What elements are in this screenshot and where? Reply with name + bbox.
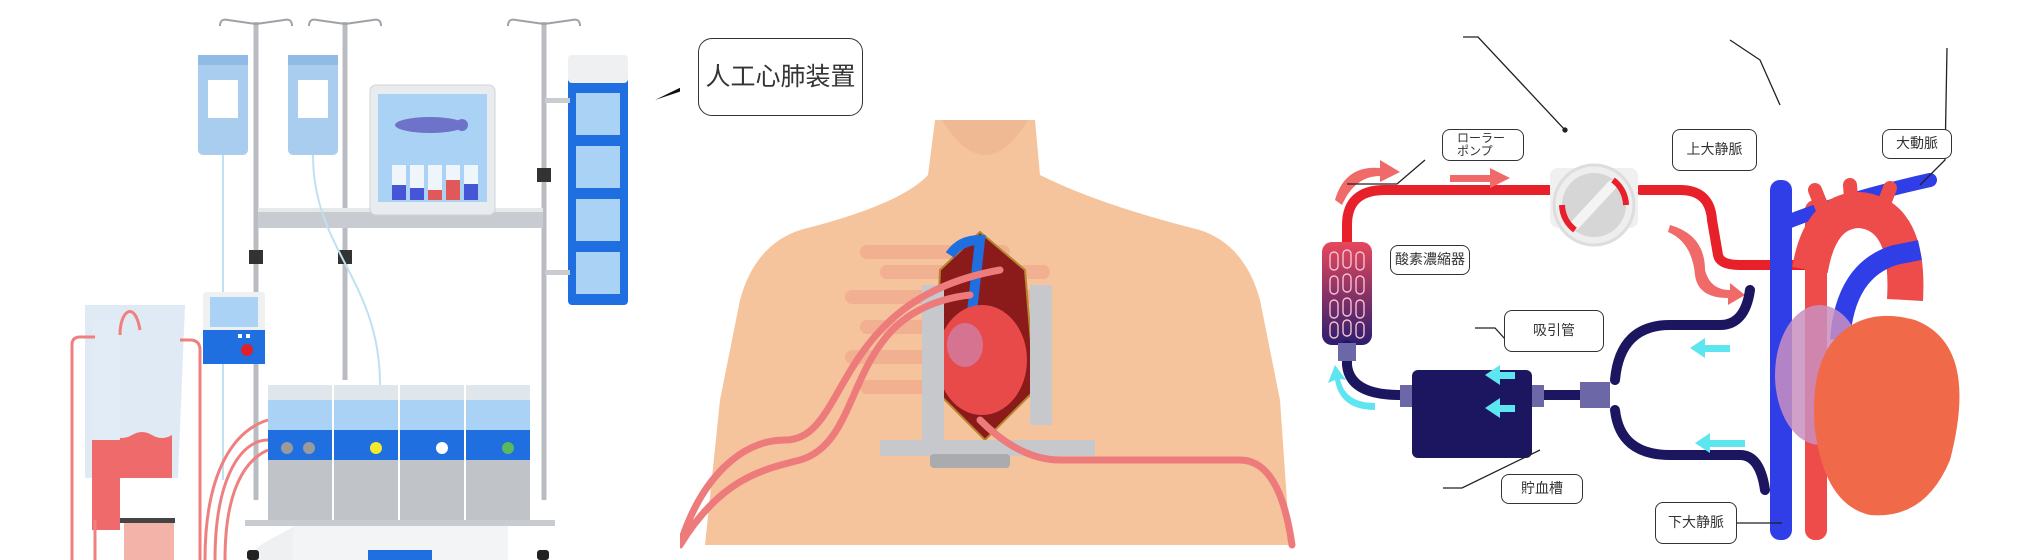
label-suction-tube: 吸引管 bbox=[1504, 310, 1604, 352]
label-superior-vena-cava: 上大静脈 bbox=[1672, 129, 1757, 171]
open-chest-illustration: 人工心肺装置 bbox=[680, 0, 1320, 560]
arterial-line bbox=[1342, 185, 1825, 270]
iv-bag-1 bbox=[198, 55, 248, 480]
label-aorta: 大動脈 bbox=[1882, 129, 1952, 159]
title-callout: 人工心肺装置 bbox=[698, 38, 863, 116]
y-connector bbox=[1580, 382, 1610, 408]
label-inferior-vena-cava: 下大静脈 bbox=[1655, 502, 1737, 544]
arterial-flow-arrows bbox=[1335, 160, 1745, 305]
heart-lung-machine-illustration bbox=[0, 0, 680, 560]
cannula-tubes bbox=[680, 266, 1296, 549]
bypass-circuit-diagram: ローラー ポンプ 上大静脈 大動脈 酸素濃縮器 吸引管 貯血槽 下大静脈 bbox=[1300, 0, 2022, 560]
iv-bag-2 bbox=[288, 55, 381, 386]
label-reservoir: 貯血槽 bbox=[1501, 474, 1583, 504]
patient-monitor bbox=[369, 84, 496, 216]
venous-reservoir bbox=[85, 305, 185, 560]
cart-base bbox=[245, 520, 555, 560]
blood-tubing bbox=[70, 310, 269, 560]
label-oxygenator: 酸素濃縮器 bbox=[1390, 245, 1470, 275]
machine-svg bbox=[70, 18, 680, 560]
title-callout-text: 人工心肺装置 bbox=[705, 61, 856, 91]
heart-diagram bbox=[1770, 173, 1960, 540]
roller-pump bbox=[1550, 163, 1638, 247]
blue-storage-unit bbox=[545, 55, 628, 305]
blood-reservoir bbox=[1412, 370, 1532, 458]
iv-hooks bbox=[219, 18, 581, 27]
venous-flow-arrows bbox=[1328, 338, 1745, 453]
circuit-svg bbox=[1322, 36, 1960, 540]
heart bbox=[937, 305, 1027, 415]
venous-lines bbox=[1342, 285, 1770, 495]
retractor bbox=[880, 285, 1095, 468]
monitor-bars bbox=[392, 165, 478, 200]
oxygenator bbox=[1322, 242, 1372, 345]
label-roller-pump: ローラー ポンプ bbox=[1442, 129, 1524, 161]
callout-pointer bbox=[655, 87, 680, 100]
controller-unit bbox=[203, 292, 265, 364]
chest-svg bbox=[680, 120, 1296, 549]
pump-modules bbox=[268, 385, 530, 520]
